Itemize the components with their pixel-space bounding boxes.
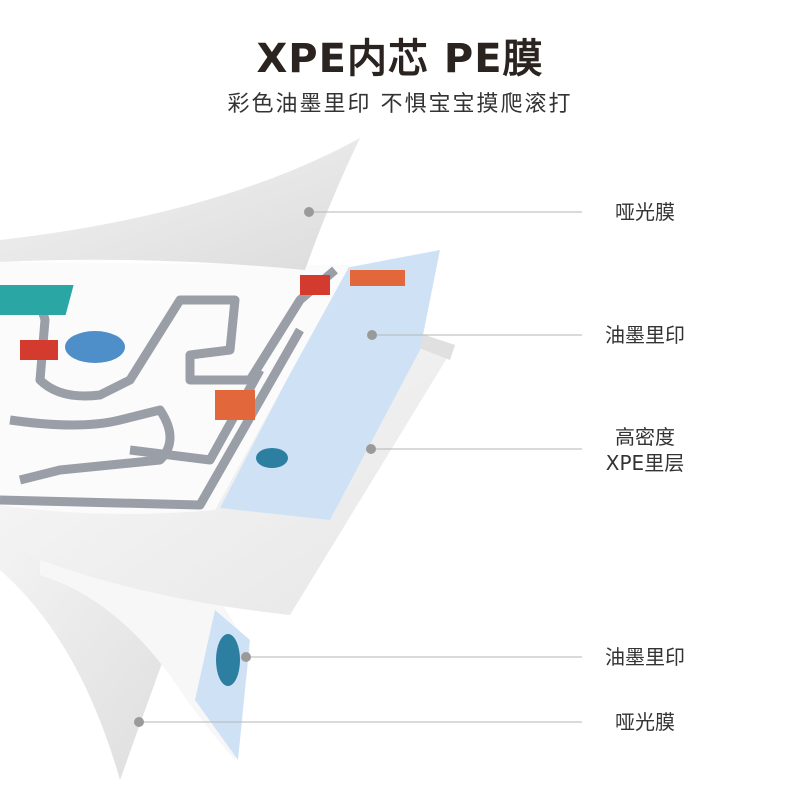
leader-dot xyxy=(241,652,251,662)
leader-dot xyxy=(304,207,314,217)
building xyxy=(215,390,255,420)
label-top-matte-film: 哑光膜 xyxy=(615,200,675,224)
label-xpe-core-line1: 高密度 xyxy=(615,425,675,449)
label-top-ink-print: 油墨里印 xyxy=(605,323,685,347)
top-print-layer xyxy=(0,262,350,514)
tennis-court xyxy=(0,285,74,315)
page-subtitle: 彩色油墨里印 不惧宝宝摸爬滚打 xyxy=(227,92,573,117)
leader-lines xyxy=(139,211,582,723)
leader-dot xyxy=(367,330,377,340)
pond xyxy=(65,331,125,363)
label-bottom-matte-film: 哑光膜 xyxy=(615,710,675,734)
bottom-print-layer xyxy=(40,555,250,760)
leader-dot xyxy=(134,717,144,727)
label-xpe-core: 高密度 XPE里层 xyxy=(585,424,705,476)
label-bottom-ink-print: 油墨里印 xyxy=(605,645,685,669)
top-matte-film xyxy=(0,138,360,270)
leader-dot xyxy=(366,444,376,454)
page-title: XPE内芯 PE膜 xyxy=(256,36,544,82)
label-xpe-core-line2: XPE里层 xyxy=(605,451,685,475)
